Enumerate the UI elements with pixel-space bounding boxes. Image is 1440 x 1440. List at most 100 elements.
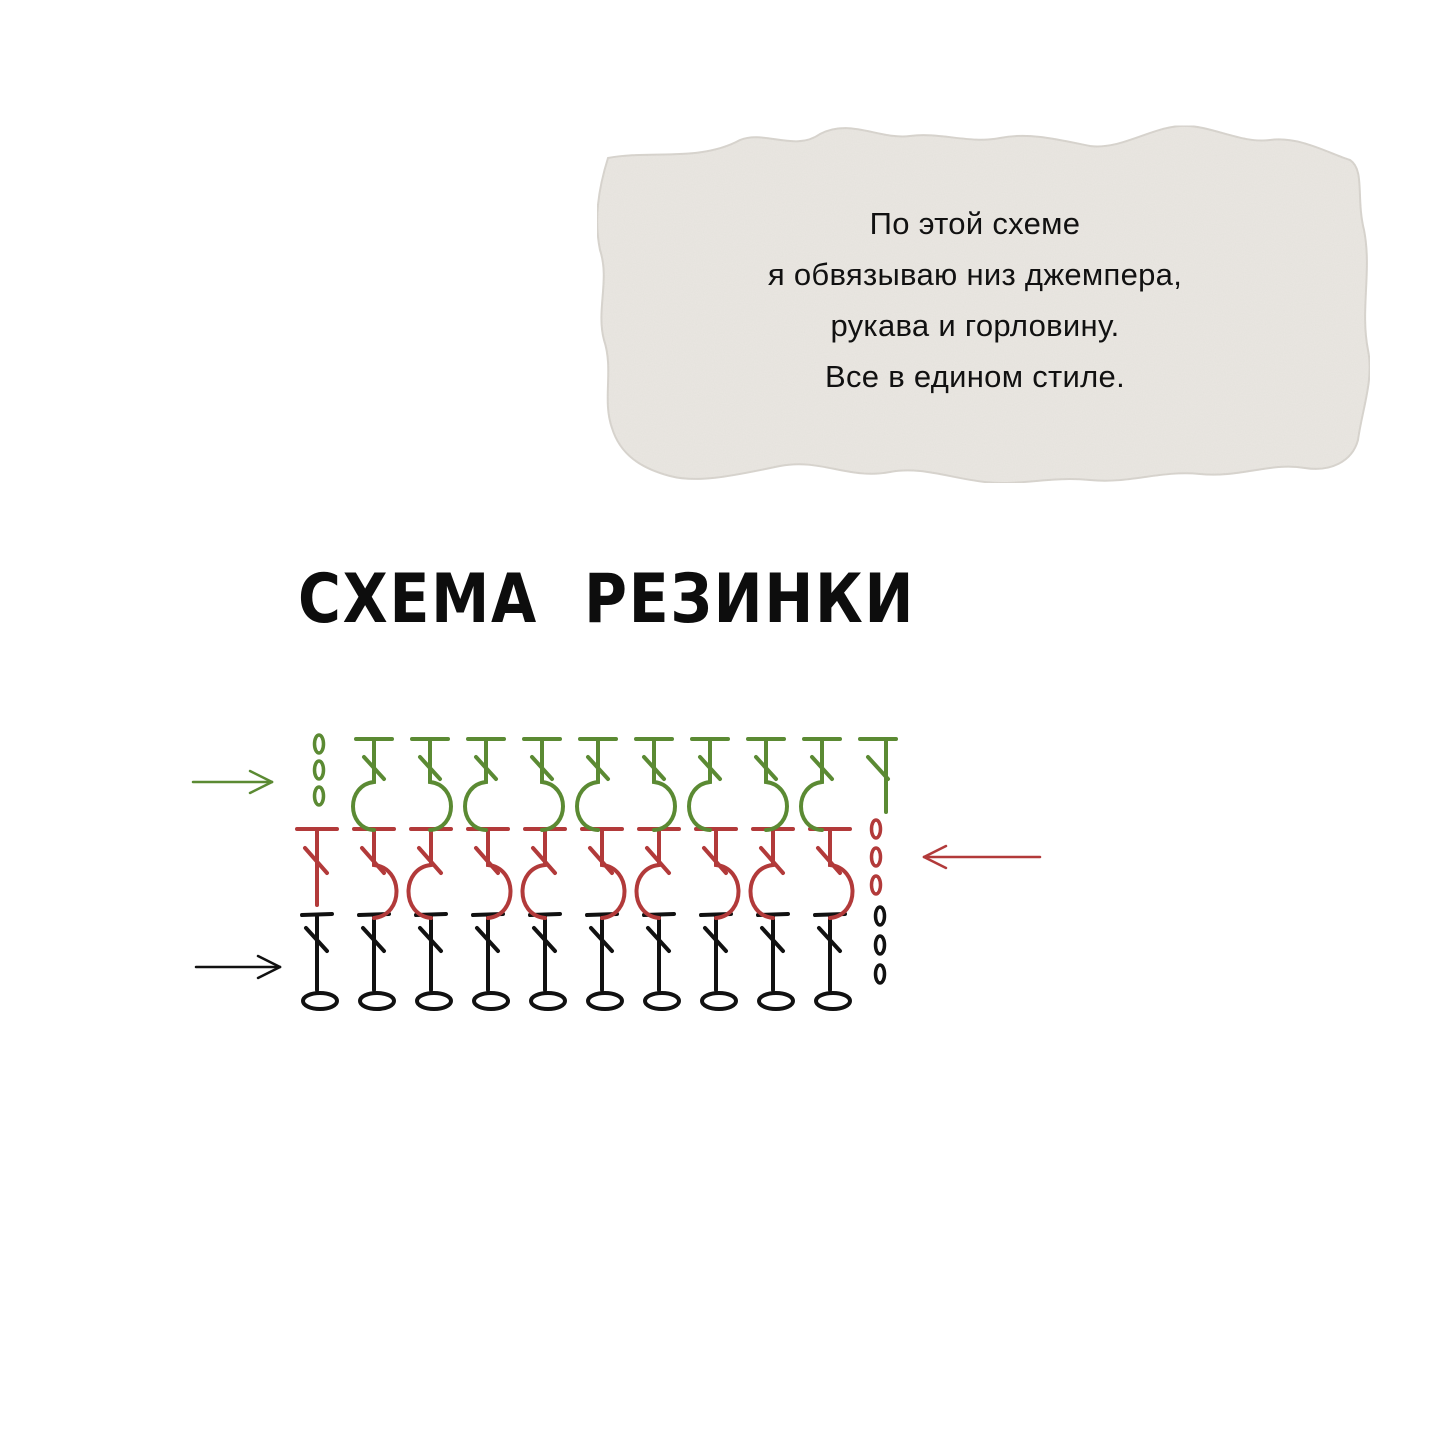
stitch-post <box>764 737 789 832</box>
post-stitch-symbol <box>694 827 741 920</box>
stitch-yarn-over <box>303 846 329 875</box>
stitch-yarn-over <box>817 926 842 953</box>
post-stitch-symbol <box>634 737 677 832</box>
stitch-post <box>652 737 677 832</box>
stitch-yarn-over <box>418 926 443 953</box>
chain-stitch <box>301 991 339 1011</box>
stitch-yarn-over <box>417 846 443 875</box>
post-stitch-symbol <box>352 827 399 920</box>
torn-paper-background <box>596 124 1371 484</box>
stitch-yarn-over <box>474 846 500 875</box>
stitch-yarn-over <box>646 926 671 953</box>
post-stitch-symbol <box>295 827 339 907</box>
stitch-yarn-over <box>530 755 554 781</box>
post-stitch-symbol <box>687 737 730 832</box>
chain-stitch <box>814 991 852 1011</box>
turning-chain <box>869 818 883 840</box>
post-stitch-symbol <box>808 827 855 920</box>
note-line-3: рукава и горловину. <box>830 308 1120 343</box>
stitch-yarn-over <box>816 846 842 875</box>
stitch-post <box>540 737 565 832</box>
chain-stitch <box>472 991 510 1011</box>
arrow-head <box>256 954 282 969</box>
double-crochet-symbol <box>756 912 790 992</box>
turning-chain <box>873 934 887 956</box>
stitch-yarn-over <box>589 926 614 953</box>
note-card: По этой схеме я обвязываю низ джемпера, … <box>590 110 1380 495</box>
stitch-yarn-over <box>588 846 614 875</box>
stitch-post <box>634 827 661 920</box>
post-stitch-symbol <box>410 737 453 832</box>
stitch-yarn-over <box>703 926 728 953</box>
post-stitch-symbol <box>522 737 565 832</box>
diagram-title: СХЕМА РЕЗИНКИ <box>298 560 916 639</box>
stitch-yarn-over <box>642 755 666 781</box>
row-1-stitches <box>300 905 887 1011</box>
stitch-post <box>406 827 433 920</box>
chain-stitch <box>757 991 795 1011</box>
post-stitch-symbol <box>351 737 394 832</box>
stitch-post <box>687 737 712 832</box>
turning-chain <box>869 846 883 868</box>
note-line-4: Все в едином стиле. <box>824 359 1126 394</box>
row-3-direction-arrow <box>191 769 274 795</box>
post-stitch-symbol <box>575 737 618 832</box>
double-crochet-symbol <box>585 912 619 992</box>
post-stitch-symbol <box>463 737 506 832</box>
chain-stitch <box>358 991 396 1011</box>
stitch-yarn-over <box>810 755 834 781</box>
row-2-direction-arrow <box>922 844 1042 870</box>
stitch-post <box>428 737 453 832</box>
stitch-top <box>300 912 334 917</box>
stitch-post <box>351 737 376 832</box>
post-stitch-symbol <box>466 827 513 920</box>
turning-chain <box>873 963 887 985</box>
stitch-yarn-over <box>361 926 386 953</box>
chain-stitch <box>529 991 567 1011</box>
post-stitch-symbol <box>746 737 789 832</box>
chain-stitch <box>700 991 738 1011</box>
post-stitch-symbol <box>748 827 795 920</box>
double-crochet-symbol <box>813 912 847 992</box>
stitch-yarn-over <box>474 755 498 781</box>
stitch-post <box>799 737 824 832</box>
row-2-stitches <box>295 818 883 920</box>
stitch-post <box>748 827 775 920</box>
double-crochet-symbol <box>300 912 334 992</box>
double-crochet-symbol <box>528 912 562 992</box>
note-line-1: По этой схеме <box>869 206 1081 241</box>
stitch-yarn-over <box>360 846 386 875</box>
chain-stitch <box>643 991 681 1011</box>
stitch-yarn-over <box>866 755 890 781</box>
chain-stitch <box>586 991 624 1011</box>
arrow-head <box>248 769 274 784</box>
arrow-head <box>256 965 282 980</box>
stitch-yarn-over <box>754 755 778 781</box>
turning-chain <box>873 905 887 927</box>
stitch-yarn-over <box>759 846 785 875</box>
turning-chain <box>312 759 326 781</box>
stitch-yarn-over <box>586 755 610 781</box>
row-3-stitches <box>312 733 898 832</box>
stitch-yarn-over <box>760 926 785 953</box>
stitch-yarn-over <box>531 846 557 875</box>
stitch-yarn-over <box>304 926 329 953</box>
post-stitch-symbol <box>858 737 898 814</box>
stitch-post <box>575 737 600 832</box>
double-crochet-symbol <box>699 912 733 992</box>
turning-chain <box>869 874 883 896</box>
double-crochet-symbol <box>642 912 676 992</box>
arrow-head <box>922 855 948 870</box>
stitch-post <box>520 827 547 920</box>
stitch-yarn-over <box>532 926 557 953</box>
arrow-head <box>248 780 274 795</box>
double-crochet-symbol <box>414 912 448 992</box>
stitch-yarn-over <box>475 926 500 953</box>
note-line-2: я обвязываю низ джемпера, <box>767 257 1183 292</box>
note-text: По этой схеме я обвязываю низ джемпера, … <box>670 198 1280 402</box>
turning-chain <box>312 733 326 755</box>
stitch-yarn-over <box>362 755 386 781</box>
double-crochet-symbol <box>471 912 505 992</box>
post-stitch-symbol <box>580 827 627 920</box>
